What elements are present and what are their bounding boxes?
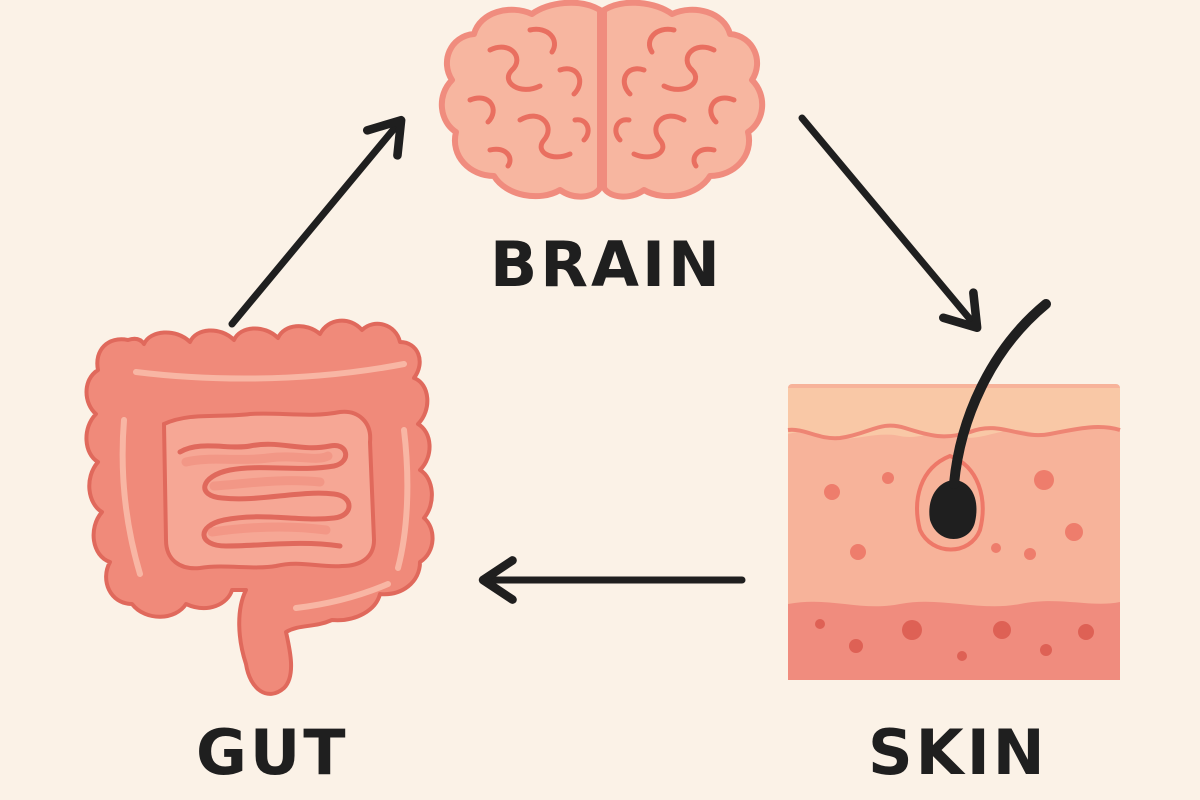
brain-icon [438, 0, 766, 200]
intestines-icon [84, 318, 435, 696]
skin-cross-section-icon [787, 299, 1121, 680]
arrow-brain-to-skin [798, 114, 982, 333]
skin-label: SKIN [868, 716, 1048, 789]
brain-label: BRAIN [490, 228, 723, 301]
gut-label: GUT [196, 716, 349, 789]
arrow-gut-to-brain [228, 115, 406, 328]
arrows [228, 114, 982, 604]
